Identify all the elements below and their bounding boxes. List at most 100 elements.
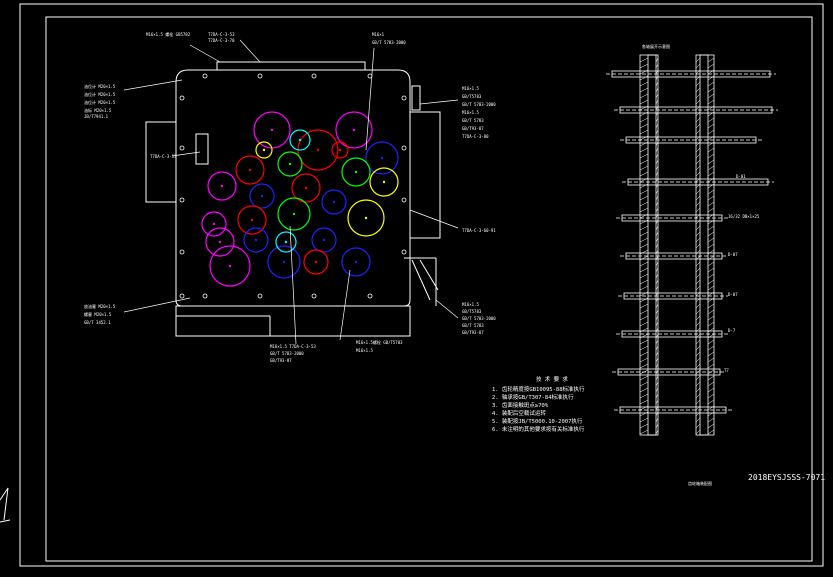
hatch-line xyxy=(639,99,649,105)
callout-right-1: M16×1.5 GB/T5783 GB/T 5783-2000 M16×1.5 … xyxy=(462,86,496,139)
hatch-line xyxy=(707,93,715,99)
hatch-line xyxy=(707,381,715,387)
callout-right-2: T7DA-C-3-60-91 xyxy=(462,228,496,233)
hatch-line xyxy=(655,321,659,327)
hatch-line xyxy=(707,105,715,111)
note-item: 2. 轴承按GB/T307-84标准执行 xyxy=(492,393,574,401)
gear-circle xyxy=(289,129,311,151)
hatch-line xyxy=(655,357,659,363)
hatch-line xyxy=(695,243,701,249)
svg-text:油位计 M20×1.5: 油位计 M20×1.5 xyxy=(84,83,116,89)
hatch-line xyxy=(695,273,701,279)
hatch-line xyxy=(655,123,659,129)
gear-circle xyxy=(341,157,371,187)
hatch-line xyxy=(639,129,649,135)
gear-circle xyxy=(249,183,275,209)
gear-circle xyxy=(341,247,371,277)
hatch-line xyxy=(639,75,649,81)
gear-center xyxy=(304,186,308,190)
hatch-line xyxy=(655,351,659,357)
hatch-line xyxy=(695,339,701,345)
hatch-line xyxy=(707,423,715,429)
hatch-line xyxy=(639,159,649,165)
section-hatching xyxy=(639,57,715,435)
note-item: 4. 装配后空载试运转 xyxy=(492,409,546,417)
gear-center xyxy=(212,222,216,226)
hatch-line xyxy=(639,105,649,111)
hatch-line xyxy=(695,231,701,237)
gear-circle xyxy=(275,231,297,253)
svg-text:JB/T7941.1: JB/T7941.1 xyxy=(84,114,109,119)
hatch-line xyxy=(695,309,701,315)
hatch-line xyxy=(639,375,649,381)
hatch-line xyxy=(639,57,649,63)
hatch-line xyxy=(707,273,715,279)
hatch-line xyxy=(695,357,701,363)
gear-center xyxy=(316,148,320,152)
hatch-line xyxy=(707,207,715,213)
hatch-line xyxy=(707,153,715,159)
hatch-line xyxy=(639,309,649,315)
hatch-line xyxy=(695,303,701,309)
hatch-line xyxy=(707,429,715,435)
hatch-line xyxy=(707,237,715,243)
hatch-line xyxy=(707,99,715,105)
gear-train xyxy=(201,111,399,287)
hatch-line xyxy=(655,57,659,63)
svg-text:GB/T5783: GB/T5783 xyxy=(462,309,482,314)
hatch-line xyxy=(707,231,715,237)
gear-circle xyxy=(335,111,373,149)
hatch-line xyxy=(695,363,701,369)
drawing-frame xyxy=(45,16,813,562)
hatch-line xyxy=(655,315,659,321)
gear-circle xyxy=(291,173,321,203)
hatch-line xyxy=(655,207,659,213)
hatch-line xyxy=(707,279,715,285)
gear-circle xyxy=(255,141,273,159)
hatch-line xyxy=(707,87,715,93)
hatch-line xyxy=(655,117,659,123)
gear-center xyxy=(284,240,288,244)
hatch-line xyxy=(639,363,649,369)
gear-center xyxy=(220,184,224,188)
callout-left-1: 油位计 M20×1.5 油位计 M20×1.5 油位计 M20×1.5 油标 M… xyxy=(84,83,116,119)
gear-center xyxy=(218,240,222,244)
hatch-line xyxy=(695,189,701,195)
callout-right-3: M16×1.5 GB/T5783 GB/T 5783-2000 GB/T 578… xyxy=(462,302,496,335)
hatch-line xyxy=(639,393,649,399)
note-item: 3. 齿面接触斑点≥70% xyxy=(492,401,549,409)
hatch-line xyxy=(695,69,701,75)
hatch-line xyxy=(655,93,659,99)
gear-center xyxy=(314,260,318,264)
hatch-line xyxy=(655,387,659,393)
svg-text:GB/T 5783-2000: GB/T 5783-2000 xyxy=(462,102,496,107)
shaft-label: T7 xyxy=(724,368,729,373)
gear-center xyxy=(262,148,266,152)
callout-top-2: T7DA-C-3-53 T7DA-C-3-70 xyxy=(208,32,235,43)
hatch-line xyxy=(655,165,659,171)
svg-text:M16×1.5: M16×1.5 xyxy=(462,110,479,115)
hatch-line xyxy=(655,129,659,135)
gear-center xyxy=(298,138,302,142)
gear-center xyxy=(380,156,384,160)
gear-circle xyxy=(205,227,235,257)
hatch-line xyxy=(707,315,715,321)
hatch-line xyxy=(639,315,649,321)
top-cover xyxy=(216,61,366,71)
gear-center xyxy=(352,128,356,132)
note-item: 5. 装配按JB/T5000.10-2007执行 xyxy=(492,417,583,425)
hatch-line xyxy=(655,201,659,207)
callout-left-2: T7DA-C-3-53 xyxy=(150,154,177,159)
hatch-line xyxy=(695,321,701,327)
hatch-line xyxy=(639,273,649,279)
shaft-label: 16/32 DB×1×25 xyxy=(728,214,760,219)
gear-center xyxy=(292,212,296,216)
hatch-line xyxy=(655,309,659,315)
hatch-line xyxy=(707,351,715,357)
callout-bottom-2: M16×1.5螺栓 GB/T5783 M16×1.5 xyxy=(356,339,403,353)
hatch-line xyxy=(695,429,701,435)
hatch-line xyxy=(639,399,649,405)
hatch-line xyxy=(639,387,649,393)
corner-mark xyxy=(0,519,11,523)
